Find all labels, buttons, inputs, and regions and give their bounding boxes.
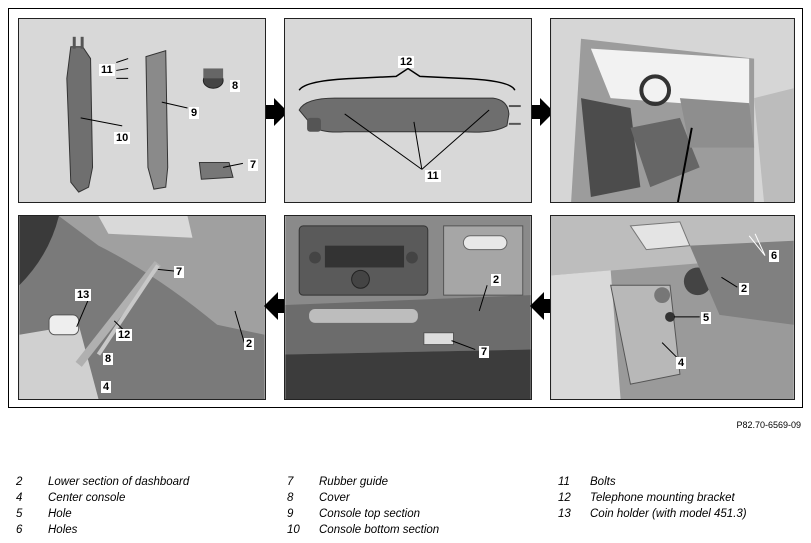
arrow-left-1-shaft	[277, 299, 287, 313]
label-4: 4	[676, 357, 687, 369]
label-5: 5	[701, 312, 712, 324]
label-2: 2	[491, 274, 502, 286]
panel-console: 6 2 5 4	[550, 215, 795, 400]
label-7: 7	[248, 159, 259, 171]
dashboard-center-photo	[285, 216, 531, 399]
label-7: 7	[479, 346, 490, 358]
label-2: 2	[244, 338, 255, 350]
label-6: 6	[769, 250, 780, 262]
label-7: 7	[174, 266, 185, 278]
figure-frame: 11 8 9 10 7 12 11	[8, 8, 803, 408]
panel-parts: 11 8 9 10 7	[18, 18, 266, 203]
label-4: 4	[101, 381, 112, 393]
panel-bracket: 12 11	[284, 18, 532, 203]
console-photo	[551, 216, 794, 399]
arrow-left-2-shaft	[543, 299, 553, 313]
arrow-right-2-shaft	[532, 105, 542, 119]
label-12: 12	[116, 329, 133, 341]
panel-dashboard-left: 7 13 12 8 2 4	[18, 215, 266, 400]
panel-dashboard-center: 2 7	[284, 215, 532, 400]
label-9: 9	[189, 107, 200, 119]
label-12: 12	[398, 56, 415, 68]
label-2: 2	[739, 283, 750, 295]
label-8: 8	[103, 353, 114, 365]
label-8: 8	[230, 80, 241, 92]
reference-code: P82.70-6569-09	[736, 420, 801, 430]
label-13: 13	[75, 289, 92, 301]
arrow-left-2	[530, 292, 544, 320]
label-11: 11	[425, 170, 441, 182]
label-10: 10	[114, 132, 131, 144]
panel-interior	[550, 18, 795, 203]
interior-photo	[551, 19, 794, 202]
parts-illustration	[19, 19, 265, 202]
arrow-right-1-shaft	[266, 105, 276, 119]
bracket-illustration	[285, 19, 531, 202]
dashboard-left-photo	[19, 216, 265, 399]
arrow-left-1	[264, 292, 278, 320]
label-11: 11	[99, 64, 115, 76]
